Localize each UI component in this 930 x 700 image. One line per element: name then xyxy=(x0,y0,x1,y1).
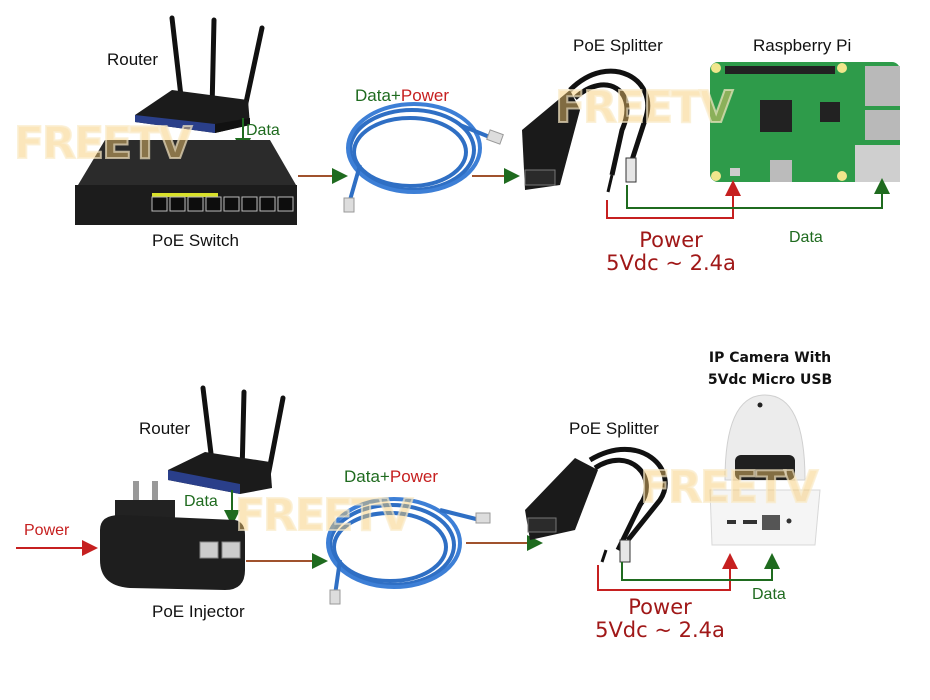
poe-switch xyxy=(75,140,297,225)
power-spec-top: Power 5Vdc ~ 2.4a xyxy=(606,229,736,275)
rj45-plug-icon xyxy=(343,197,355,213)
ethernet-cable-top xyxy=(346,102,493,201)
cable-label-plus: + xyxy=(379,467,390,486)
router-bottom xyxy=(168,385,286,494)
ip-camera-label-line2: 5Vdc Micro USB xyxy=(707,372,833,388)
rj45-plug-icon xyxy=(486,129,504,145)
power-spec-bottom: Power 5Vdc ~ 2.4a xyxy=(595,596,725,642)
router-label-top: Router xyxy=(107,50,159,69)
poe-splitter-bottom xyxy=(525,446,668,563)
data-line-bottom xyxy=(621,553,780,581)
cable-label-plus: + xyxy=(390,86,401,105)
raspberry-pi-label: Raspberry Pi xyxy=(753,36,852,55)
cable-label-top: Data+Power xyxy=(355,86,449,106)
watermark: FREETV xyxy=(639,461,819,514)
cable-label-data: Data xyxy=(344,467,380,486)
watermark: FREETV xyxy=(234,489,414,542)
power-in-label: Power xyxy=(24,522,70,539)
data-label-top-out: Data xyxy=(789,229,823,246)
cable-label-power: Power xyxy=(400,86,450,105)
poe-splitter-label-top: PoE Splitter xyxy=(573,36,663,55)
power-line-top xyxy=(606,180,741,219)
cable-label-bottom: Data+Power xyxy=(344,467,438,487)
raspberry-pi-board xyxy=(710,62,900,182)
poe-splitter-top xyxy=(522,68,651,193)
watermark: FREETV xyxy=(554,81,734,134)
ip-camera-label: IP Camera With 5Vdc Micro USB xyxy=(690,347,850,391)
poe-injector-label: PoE Injector xyxy=(152,602,245,621)
power-spec-value-top: 5Vdc ~ 2.4a xyxy=(606,251,736,275)
ip-camera xyxy=(709,394,821,546)
router-top xyxy=(135,15,265,133)
cable-label-data: Data xyxy=(355,86,391,105)
router-label-bottom: Router xyxy=(139,419,191,438)
power-line-bottom xyxy=(597,553,738,591)
data-label-bottom-out: Data xyxy=(752,586,786,603)
power-spec-value-bottom: 5Vdc ~ 2.4a xyxy=(595,618,725,642)
power-label-top: Power xyxy=(639,228,703,252)
poe-injector xyxy=(100,481,245,590)
watermark: FREETV xyxy=(13,117,193,170)
power-label-bottom: Power xyxy=(628,595,692,619)
poe-switch-label: PoE Switch xyxy=(152,231,239,250)
rj45-plug-icon xyxy=(329,589,341,605)
data-line-top xyxy=(626,178,890,209)
ethernet-cable-bottom xyxy=(326,497,481,596)
poe-splitter-label-bottom: PoE Splitter xyxy=(569,419,659,438)
data-label-top-router: Data xyxy=(246,122,280,139)
rj45-plug-icon xyxy=(475,512,491,524)
cable-label-power: Power xyxy=(389,467,439,486)
data-label-bottom-router: Data xyxy=(184,493,218,510)
ip-camera-label-line1: IP Camera With xyxy=(708,350,832,366)
